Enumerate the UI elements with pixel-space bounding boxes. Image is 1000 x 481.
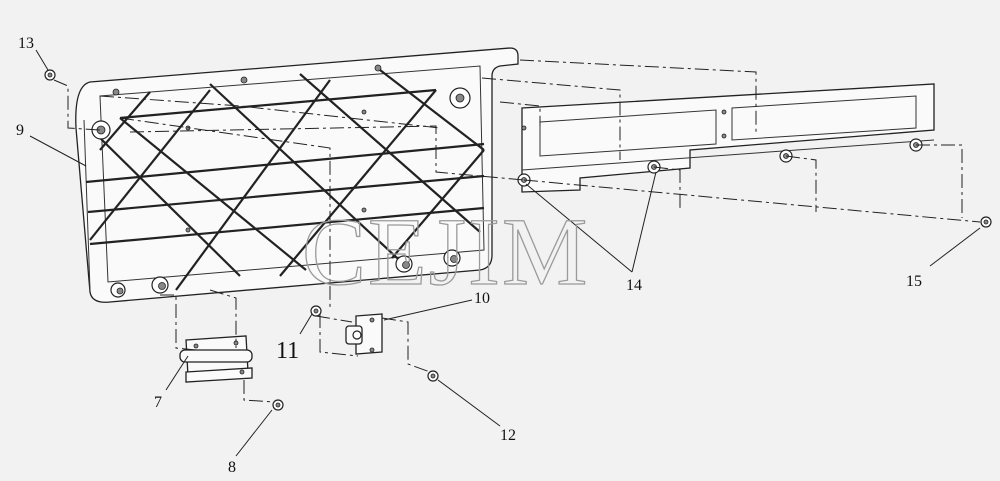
cover-panel <box>75 47 519 303</box>
mounting-rail <box>517 83 935 193</box>
leader-lines <box>29 49 981 457</box>
callout-8: 8 <box>228 459 236 476</box>
latch-bracket <box>345 313 383 355</box>
callout-7: 7 <box>154 394 162 411</box>
callout-9: 9 <box>16 122 24 139</box>
assembly-lines <box>53 59 981 403</box>
callout-12: 12 <box>500 427 516 444</box>
callout-13: 13 <box>18 35 34 52</box>
hinge-assembly <box>179 335 253 383</box>
callout-14: 14 <box>626 277 642 294</box>
callout-10: 10 <box>474 290 490 307</box>
fasteners <box>44 69 992 411</box>
watermark-text: CEJIM <box>302 198 589 305</box>
callout-11: 11 <box>276 338 299 364</box>
callout-15: 15 <box>906 273 922 290</box>
